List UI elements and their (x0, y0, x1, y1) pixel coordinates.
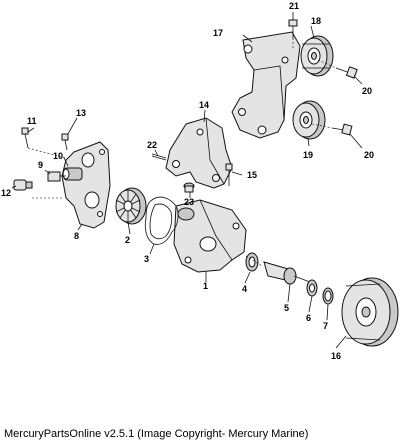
callout-20-upper: 20 (362, 86, 372, 96)
callout-6: 6 (306, 313, 311, 323)
idler-pulley-lower (292, 100, 326, 140)
callout-23: 23 (184, 197, 194, 207)
callout-2: 2 (125, 235, 130, 245)
pump-cover (61, 141, 111, 229)
idler-pulley-upper (300, 35, 334, 77)
shaft-5 (245, 255, 311, 285)
fitting-12 (13, 179, 64, 199)
callout-14: 14 (199, 100, 209, 110)
plug-23 (183, 182, 195, 193)
callout-7: 7 (323, 321, 328, 331)
seal-4 (245, 252, 259, 272)
idler-bracket (231, 31, 301, 139)
pump-housing (173, 199, 247, 273)
callout-12: 12 (1, 188, 11, 198)
ring-7 (322, 287, 334, 305)
callout-21: 21 (289, 1, 299, 11)
callout-1: 1 (203, 281, 208, 291)
callout-19: 19 (303, 150, 313, 160)
bolt-15 (225, 163, 233, 186)
callout-8: 8 (74, 231, 79, 241)
fitting-10 (62, 167, 83, 181)
washer-6 (306, 279, 318, 297)
callout-9: 9 (38, 160, 43, 170)
callout-5: 5 (284, 303, 289, 313)
callout-15: 15 (247, 170, 257, 180)
copyright-footer: MercuryPartsOnline v2.5.1 (Image Copyrig… (4, 428, 309, 440)
callout-3: 3 (144, 254, 149, 264)
leader-lines (11, 12, 363, 349)
impeller-2 (115, 187, 147, 225)
callout-18: 18 (311, 16, 321, 26)
stud-22 (151, 153, 167, 161)
fitting-9 (47, 171, 66, 182)
bolt-11 (21, 127, 67, 159)
gasket-3 (144, 196, 179, 245)
bolt-13 (61, 133, 69, 151)
bolt-20-upper (317, 59, 358, 79)
callout-10: 10 (53, 151, 63, 161)
mounting-bracket (165, 117, 233, 189)
callout-16: 16 (331, 351, 341, 361)
callout-11: 11 (27, 116, 37, 126)
bolt-21 (288, 19, 298, 50)
callout-13: 13 (76, 108, 86, 118)
bolt-20-lower (311, 123, 353, 136)
callout-17: 17 (213, 28, 223, 38)
drive-pulley (341, 277, 399, 347)
callout-4: 4 (242, 284, 247, 294)
callout-20-lower: 20 (364, 150, 374, 160)
callout-22: 22 (147, 140, 157, 150)
